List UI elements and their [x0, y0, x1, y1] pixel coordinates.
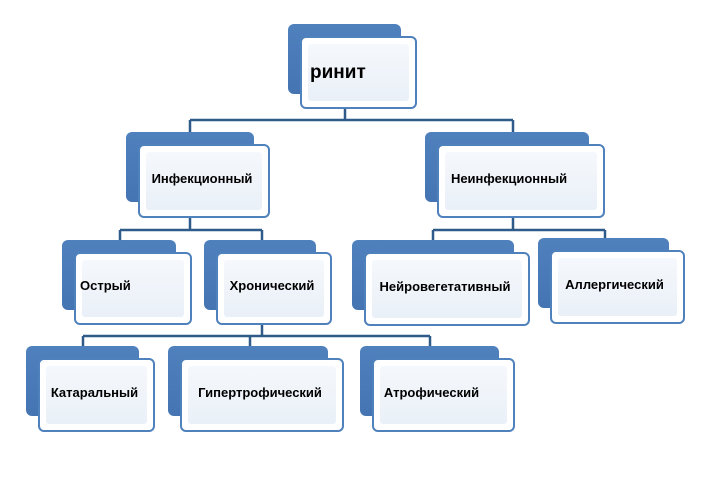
node-allergic-label: Аллергический — [565, 276, 664, 292]
node-neurovegetative: Нейровегетативный — [352, 240, 530, 326]
connector-chronic — [81, 325, 432, 346]
node-noninfectious: Неинфекционный — [425, 132, 605, 218]
node-chronic: Хронический — [204, 240, 332, 325]
node-hypertrophic: Гипертрофический — [168, 346, 344, 432]
node-catarrhal-label: Катаральный — [50, 384, 139, 400]
node-root-label: ринит — [310, 61, 366, 83]
node-noninfectious-label: Неинфекционный — [450, 170, 568, 186]
node-acute-label: Острый — [80, 278, 131, 293]
node-atrophic: Атрофический — [360, 346, 515, 432]
connector-root — [188, 108, 515, 132]
node-chronic-label: Хронический — [229, 278, 315, 293]
node-atrophic-label: Атрофический — [383, 384, 480, 400]
node-infectious: Инфекционный — [126, 132, 270, 218]
node-neurovegetative-label: Нейровегетативный — [379, 278, 511, 294]
connector-infectious — [118, 218, 264, 240]
connector-noninfectious — [431, 218, 607, 240]
node-acute: Острый — [62, 240, 192, 325]
node-catarrhal: Катаральный — [26, 346, 155, 432]
node-infectious-label: Инфекционный — [151, 170, 253, 186]
node-allergic: Аллергический — [538, 238, 685, 324]
node-hypertrophic-label: Гипертрофический — [198, 384, 322, 400]
node-root: ринит — [288, 24, 417, 109]
